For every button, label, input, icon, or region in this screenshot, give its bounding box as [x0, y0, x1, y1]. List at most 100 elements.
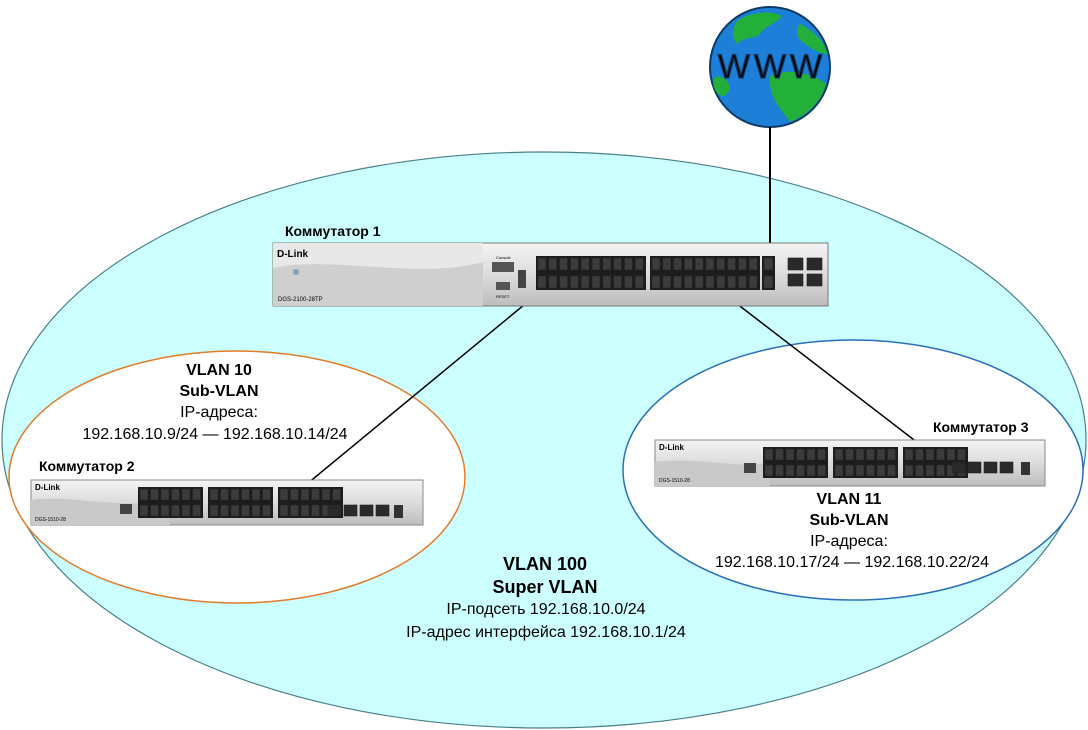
ethernet-port[interactable] — [230, 504, 240, 517]
ethernet-port[interactable] — [230, 488, 240, 501]
ethernet-port[interactable] — [634, 257, 644, 271]
sfp-port[interactable] — [375, 504, 390, 517]
ethernet-port[interactable] — [915, 448, 924, 461]
ethernet-port[interactable] — [705, 257, 715, 271]
sfp-port[interactable] — [999, 461, 1014, 474]
ethernet-port[interactable] — [300, 488, 310, 501]
ethernet-port[interactable] — [764, 448, 774, 461]
ethernet-port[interactable] — [727, 257, 736, 271]
ethernet-port[interactable] — [192, 504, 201, 517]
ethernet-port[interactable] — [936, 448, 945, 461]
ethernet-port[interactable] — [727, 275, 736, 289]
ethernet-port[interactable] — [290, 488, 299, 501]
ethernet-port[interactable] — [887, 464, 896, 477]
ethernet-port[interactable] — [651, 275, 661, 289]
ethernet-port[interactable] — [150, 488, 159, 501]
ethernet-port[interactable] — [925, 448, 935, 461]
ethernet-port[interactable] — [262, 488, 271, 501]
ethernet-port[interactable] — [570, 275, 579, 289]
switch1[interactable]: D-Link DGS-2100-28TP Console RESET — [272, 242, 829, 307]
ethernet-port[interactable] — [181, 504, 191, 517]
ethernet-port[interactable] — [537, 275, 547, 289]
ethernet-port[interactable] — [817, 448, 826, 461]
ethernet-port[interactable] — [220, 504, 229, 517]
ethernet-port[interactable] — [866, 464, 875, 477]
ethernet-port[interactable] — [876, 448, 886, 461]
sfp-port[interactable] — [806, 257, 823, 271]
sfp-port[interactable] — [951, 461, 966, 474]
ethernet-port[interactable] — [220, 488, 229, 501]
ethernet-port[interactable] — [548, 257, 558, 271]
ethernet-port[interactable] — [262, 504, 271, 517]
ethernet-port[interactable] — [662, 275, 672, 289]
sfp-port[interactable] — [787, 273, 804, 287]
ethernet-port[interactable] — [764, 464, 774, 477]
usb-port[interactable] — [518, 270, 526, 288]
ethernet-port[interactable] — [580, 275, 590, 289]
ethernet-port[interactable] — [662, 257, 672, 271]
ethernet-port[interactable] — [915, 464, 924, 477]
ethernet-port[interactable] — [171, 504, 180, 517]
ethernet-port[interactable] — [580, 257, 590, 271]
reset-button[interactable] — [496, 282, 510, 290]
ethernet-port[interactable] — [785, 448, 795, 461]
ethernet-port[interactable] — [946, 448, 956, 461]
ethernet-port[interactable] — [684, 257, 693, 271]
sfp-port[interactable] — [327, 504, 342, 517]
ethernet-port[interactable] — [311, 504, 320, 517]
ethernet-port[interactable] — [332, 488, 341, 501]
ethernet-port[interactable] — [834, 464, 844, 477]
switch2[interactable]: D-Link DGS-1510-28 — [30, 479, 424, 526]
ethernet-port[interactable] — [251, 488, 261, 501]
switch3-console-port[interactable] — [744, 463, 756, 473]
ethernet-port[interactable] — [311, 488, 320, 501]
ethernet-port[interactable] — [241, 504, 250, 517]
ethernet-port[interactable] — [209, 488, 219, 501]
ethernet-port[interactable] — [796, 464, 805, 477]
ethernet-port[interactable] — [845, 464, 854, 477]
ethernet-port[interactable] — [796, 448, 805, 461]
ethernet-port[interactable] — [150, 504, 159, 517]
ethernet-port[interactable] — [251, 504, 261, 517]
ethernet-port[interactable] — [290, 504, 299, 517]
ethernet-port[interactable] — [763, 257, 774, 271]
ethernet-port[interactable] — [300, 504, 310, 517]
ethernet-port[interactable] — [806, 464, 816, 477]
ethernet-port[interactable] — [613, 257, 622, 271]
ethernet-port[interactable] — [887, 448, 896, 461]
ethernet-port[interactable] — [559, 275, 568, 289]
ethernet-port[interactable] — [705, 275, 715, 289]
ethernet-port[interactable] — [651, 257, 661, 271]
ethernet-port[interactable] — [763, 275, 774, 289]
ethernet-port[interactable] — [738, 257, 747, 271]
switch3[interactable]: D-Link DGS-1510-28 — [654, 439, 1046, 487]
ethernet-port[interactable] — [209, 504, 219, 517]
ethernet-port[interactable] — [936, 464, 945, 477]
sfp-port[interactable] — [359, 504, 374, 517]
ethernet-port[interactable] — [904, 448, 914, 461]
ethernet-port[interactable] — [537, 257, 547, 271]
ethernet-port[interactable] — [673, 257, 682, 271]
ethernet-port[interactable] — [160, 488, 170, 501]
ethernet-port[interactable] — [548, 275, 558, 289]
ethernet-port[interactable] — [855, 448, 865, 461]
sfp-port[interactable] — [967, 461, 982, 474]
ethernet-port[interactable] — [634, 275, 644, 289]
ethernet-port[interactable] — [866, 448, 875, 461]
ethernet-port[interactable] — [694, 257, 704, 271]
ethernet-port[interactable] — [876, 464, 886, 477]
switch3-mode-button[interactable] — [1021, 462, 1030, 475]
ethernet-port[interactable] — [279, 504, 289, 517]
ethernet-port[interactable] — [160, 504, 170, 517]
ethernet-port[interactable] — [624, 257, 633, 271]
switch2-console-port[interactable] — [120, 504, 132, 514]
ethernet-port[interactable] — [694, 275, 704, 289]
ethernet-port[interactable] — [845, 448, 854, 461]
ethernet-port[interactable] — [684, 275, 693, 289]
ethernet-port[interactable] — [834, 448, 844, 461]
ethernet-port[interactable] — [738, 275, 747, 289]
ethernet-port[interactable] — [716, 257, 726, 271]
sfp-port[interactable] — [343, 504, 358, 517]
ethernet-port[interactable] — [192, 488, 201, 501]
ethernet-port[interactable] — [321, 488, 331, 501]
